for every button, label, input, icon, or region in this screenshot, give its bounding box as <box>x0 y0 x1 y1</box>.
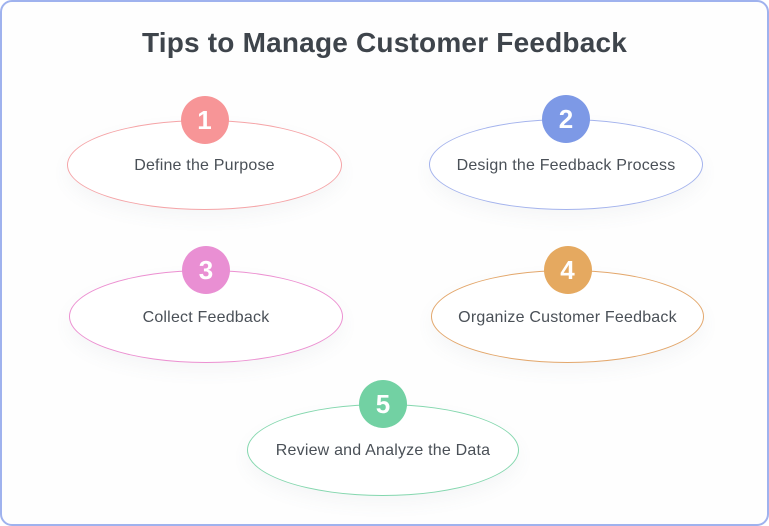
step-label: Design the Feedback Process <box>456 156 676 174</box>
step-number-badge: 3 <box>182 246 230 294</box>
step-collect-feedback: Collect Feedback 3 <box>69 246 343 363</box>
step-define-purpose: Define the Purpose 1 <box>67 96 342 210</box>
step-ellipse: Organize Customer Feedback <box>431 270 704 363</box>
step-label: Review and Analyze the Data <box>275 442 491 459</box>
step-number-badge: 1 <box>180 96 229 144</box>
step-label: Collect Feedback <box>142 308 270 326</box>
page-title: Tips to Manage Customer Feedback <box>141 27 628 58</box>
step-label: Organize Customer Feedback <box>458 308 677 326</box>
step-ellipse: Design the Feedback Process <box>429 119 703 210</box>
step-label: Define the Purpose <box>134 157 275 174</box>
step-number-badge: 5 <box>359 380 407 428</box>
step-number-badge: 2 <box>542 95 590 143</box>
step-organize-customer-feedback: Organize Customer Feedback 4 <box>431 246 704 363</box>
step-number-badge: 4 <box>543 246 592 294</box>
step-design-feedback-process: Design the Feedback Process 2 <box>429 95 703 210</box>
step-review-analyze-data: Review and Analyze the Data 5 <box>247 380 519 496</box>
